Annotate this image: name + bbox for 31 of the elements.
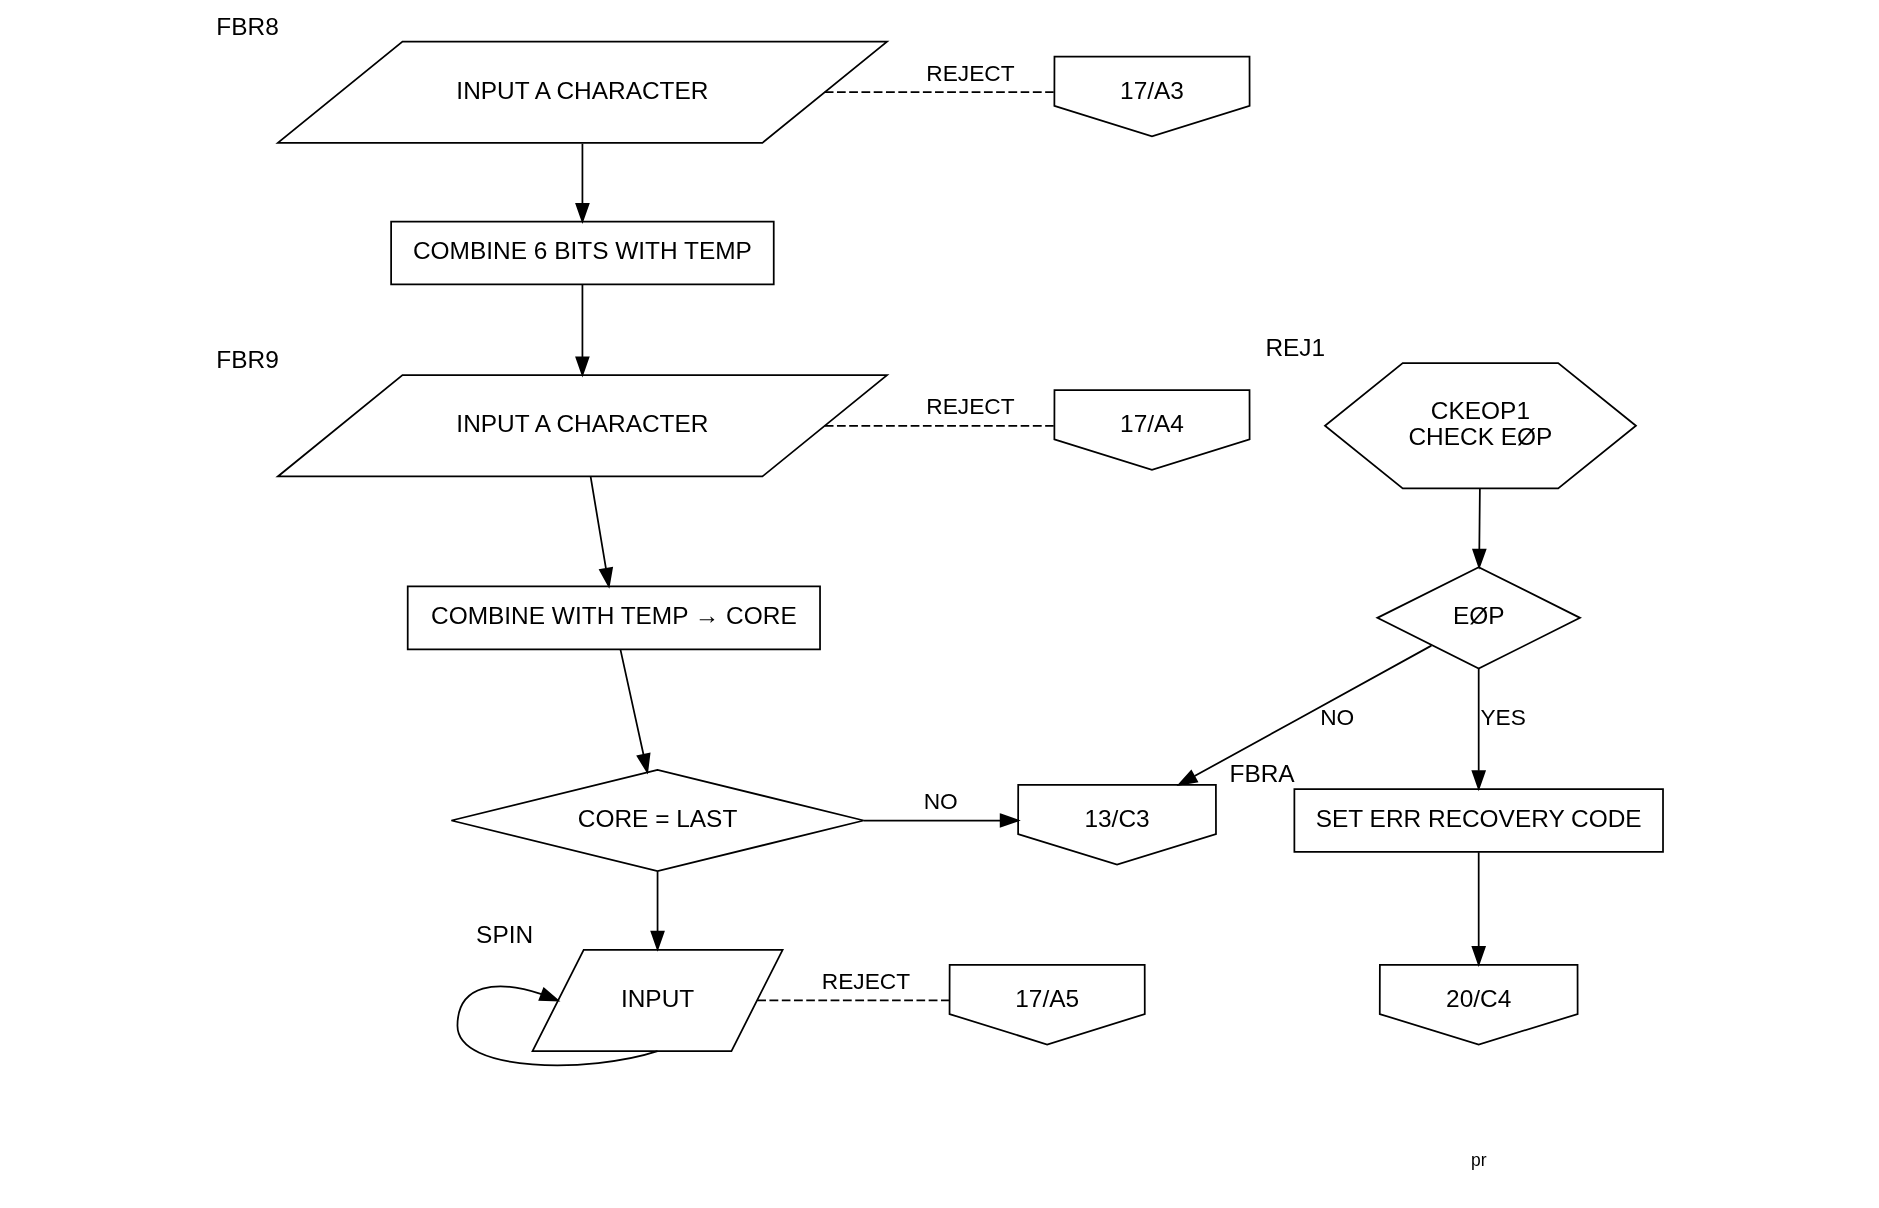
arrow [619, 648, 651, 775]
arrow [1176, 644, 1432, 786]
node-label: FBRA [1228, 760, 1295, 788]
node-diamond: EØP [1374, 566, 1582, 670]
arrow [574, 142, 590, 225]
node-box: SET ERR RECOVERY CODE [1293, 788, 1664, 853]
node-label: FBR8 [215, 12, 279, 40]
node-box: COMBINE WITH TEMP → CORE [406, 585, 821, 651]
arrow [574, 284, 590, 378]
connector [756, 999, 950, 1002]
arrow [862, 813, 1021, 828]
edge-label: REJECT [925, 393, 1015, 420]
arrow [1470, 851, 1486, 968]
node-label: REJ1 [1264, 334, 1325, 362]
arrow [589, 475, 613, 589]
node-diamond: CORE = LAST [450, 768, 865, 873]
connector [823, 91, 1055, 94]
edge-label: REJECT [925, 59, 1015, 86]
edge-label: NO [923, 787, 958, 814]
edge-label: NO [1319, 704, 1354, 731]
edge-label: YES [1479, 704, 1526, 731]
node-label: SPIN [475, 921, 533, 949]
arrow [1471, 487, 1487, 570]
arrow [649, 870, 665, 952]
node-label: FBR9 [215, 346, 279, 374]
edge-label: REJECT [821, 967, 910, 994]
node-box: COMBINE 6 BITS WITH TEMP [389, 220, 775, 286]
arrow [1470, 667, 1486, 792]
arrow [456, 985, 658, 1067]
label: pr [1470, 1149, 1486, 1170]
connector [823, 424, 1055, 427]
